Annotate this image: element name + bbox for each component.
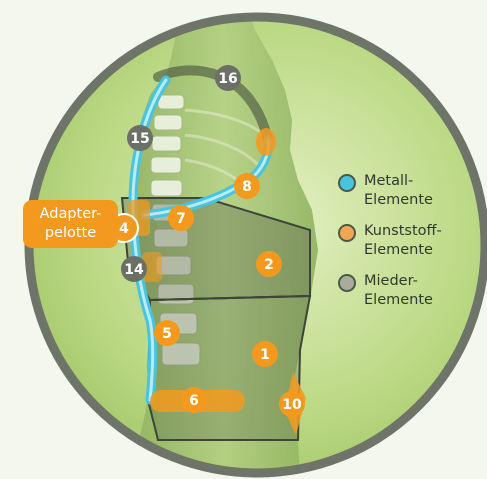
marker-1: 1 [252,341,278,367]
svg-text:1: 1 [260,347,270,363]
legend-label-plastic: Kunststoff- Elemente [364,222,442,260]
marker-15: 15 [127,125,153,151]
marker-10: 10 [279,391,305,417]
svg-text:5: 5 [162,326,172,342]
legend-item-corset: Mieder- Elemente [338,272,478,310]
legend-item-metal: Metall- Elemente [338,172,478,210]
marker-6: 6 [181,387,207,413]
plastic-swatch-icon [338,224,356,242]
svg-text:4: 4 [119,221,129,237]
marker-2: 2 [256,251,282,277]
marker-5: 5 [154,320,180,346]
corset-lower-band [148,296,310,440]
legend-label-metal: Metall- Elemente [364,172,433,210]
svg-text:8: 8 [242,179,252,195]
legend: Metall- Elemente Kunststoff- Elemente Mi… [338,172,478,322]
svg-text:15: 15 [130,131,149,147]
svg-text:14: 14 [124,262,144,278]
marker-8: 8 [234,173,260,199]
plastic-pad-chest [256,128,276,156]
svg-text:7: 7 [176,211,186,227]
adapter-pad-callout: Adapter- pelotte [23,200,118,248]
corset-swatch-icon [338,274,356,292]
legend-item-plastic: Kunststoff- Elemente [338,222,478,260]
svg-text:16: 16 [218,71,237,87]
marker-7: 7 [168,205,194,231]
svg-text:6: 6 [189,393,199,409]
marker-16: 16 [215,65,241,91]
svg-text:2: 2 [264,257,274,273]
metal-swatch-icon [338,174,356,192]
marker-14: 14 [121,256,147,282]
svg-text:10: 10 [282,397,302,413]
legend-label-corset: Mieder- Elemente [364,272,433,310]
